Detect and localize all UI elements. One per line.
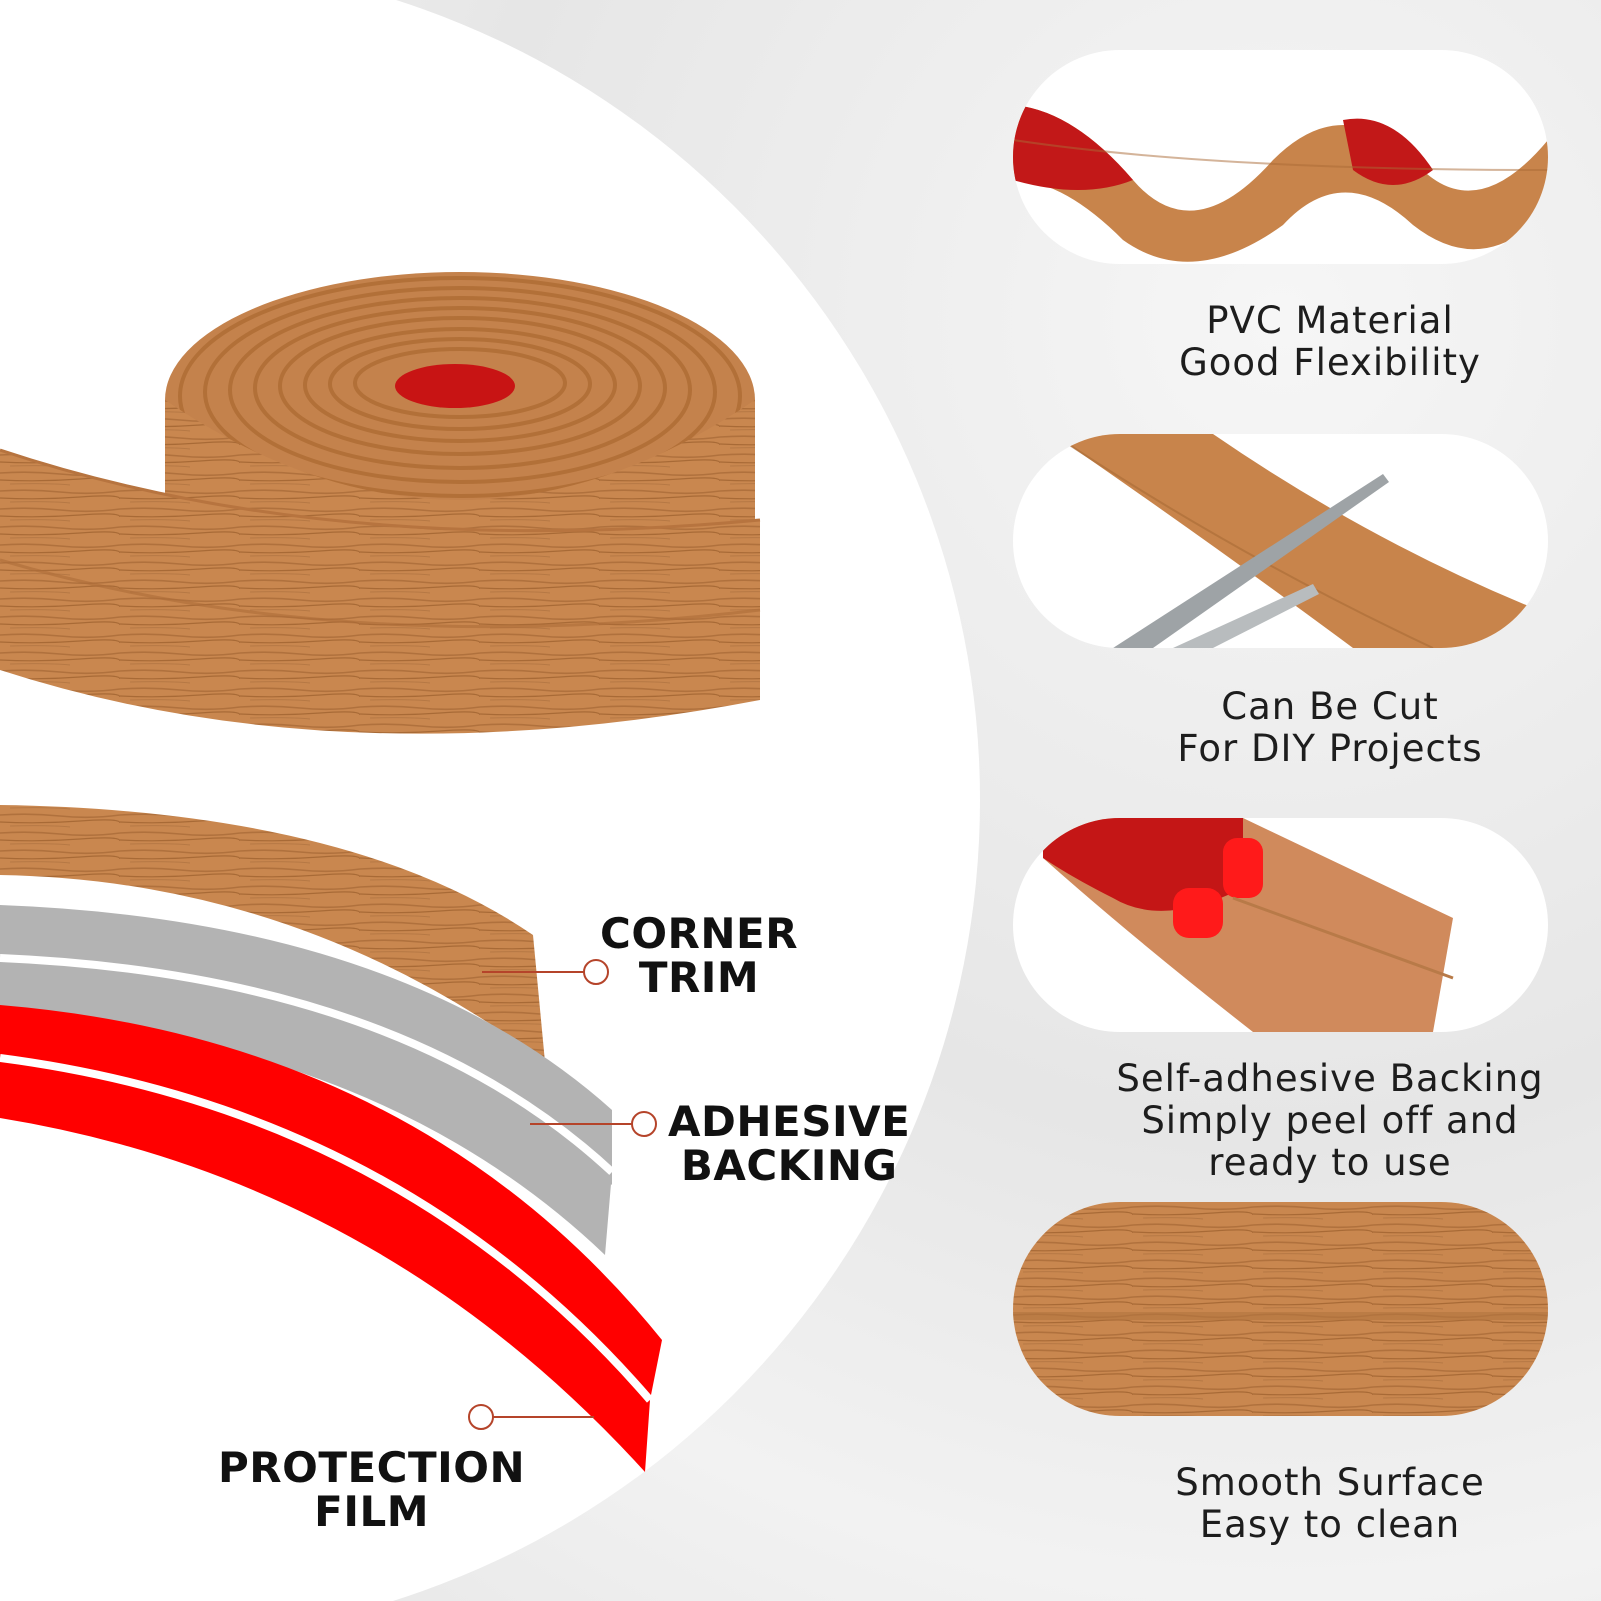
label-line: PROTECTION	[218, 1443, 526, 1492]
feature-caption-flexibility: PVC Material Good Flexibility	[1110, 300, 1550, 384]
pointer-protection	[468, 1404, 594, 1430]
label-line: CORNER	[600, 909, 799, 958]
feature-image-cut	[1013, 434, 1548, 648]
feature-image-adhesive	[1013, 818, 1548, 1032]
label-line: ADHESIVE	[668, 1097, 911, 1146]
label-line: BACKING	[680, 1141, 898, 1190]
label-line: FILM	[314, 1487, 429, 1536]
layer-diagram	[0, 805, 662, 1472]
label-adhesive-backing: ADHESIVE BACKING	[668, 1100, 910, 1188]
pointer-adhesive	[530, 1111, 657, 1137]
label-protection-film: PROTECTION FILM	[218, 1446, 525, 1534]
trim-roll	[0, 272, 761, 734]
caption-line: Self-adhesive Backing	[1116, 1057, 1544, 1100]
caption-line: Smooth Surface	[1175, 1461, 1485, 1504]
label-line: TRIM	[638, 953, 760, 1002]
film-layer-2	[0, 1060, 650, 1472]
caption-line: Can Be Cut	[1221, 685, 1439, 728]
caption-line: Easy to clean	[1199, 1503, 1461, 1546]
label-corner-trim: CORNER TRIM	[600, 912, 798, 1000]
caption-line: Simply peel off and	[1141, 1099, 1519, 1142]
caption-line: Good Flexibility	[1179, 341, 1481, 384]
film-layer-1	[0, 1005, 662, 1400]
feature-caption-adhesive: Self-adhesive Backing Simply peel off an…	[1100, 1058, 1560, 1184]
caption-line: PVC Material	[1206, 299, 1454, 342]
feature-caption-smooth: Smooth Surface Easy to clean	[1110, 1462, 1550, 1546]
caption-line: For DIY Projects	[1177, 727, 1483, 770]
feature-caption-cut: Can Be Cut For DIY Projects	[1110, 686, 1550, 770]
feature-image-flexibility	[1013, 50, 1548, 264]
corner-trim-layer	[0, 805, 545, 1062]
feature-image-smooth	[1013, 1202, 1548, 1416]
pointer-corner-trim	[482, 959, 609, 985]
caption-line: ready to use	[1208, 1141, 1452, 1184]
